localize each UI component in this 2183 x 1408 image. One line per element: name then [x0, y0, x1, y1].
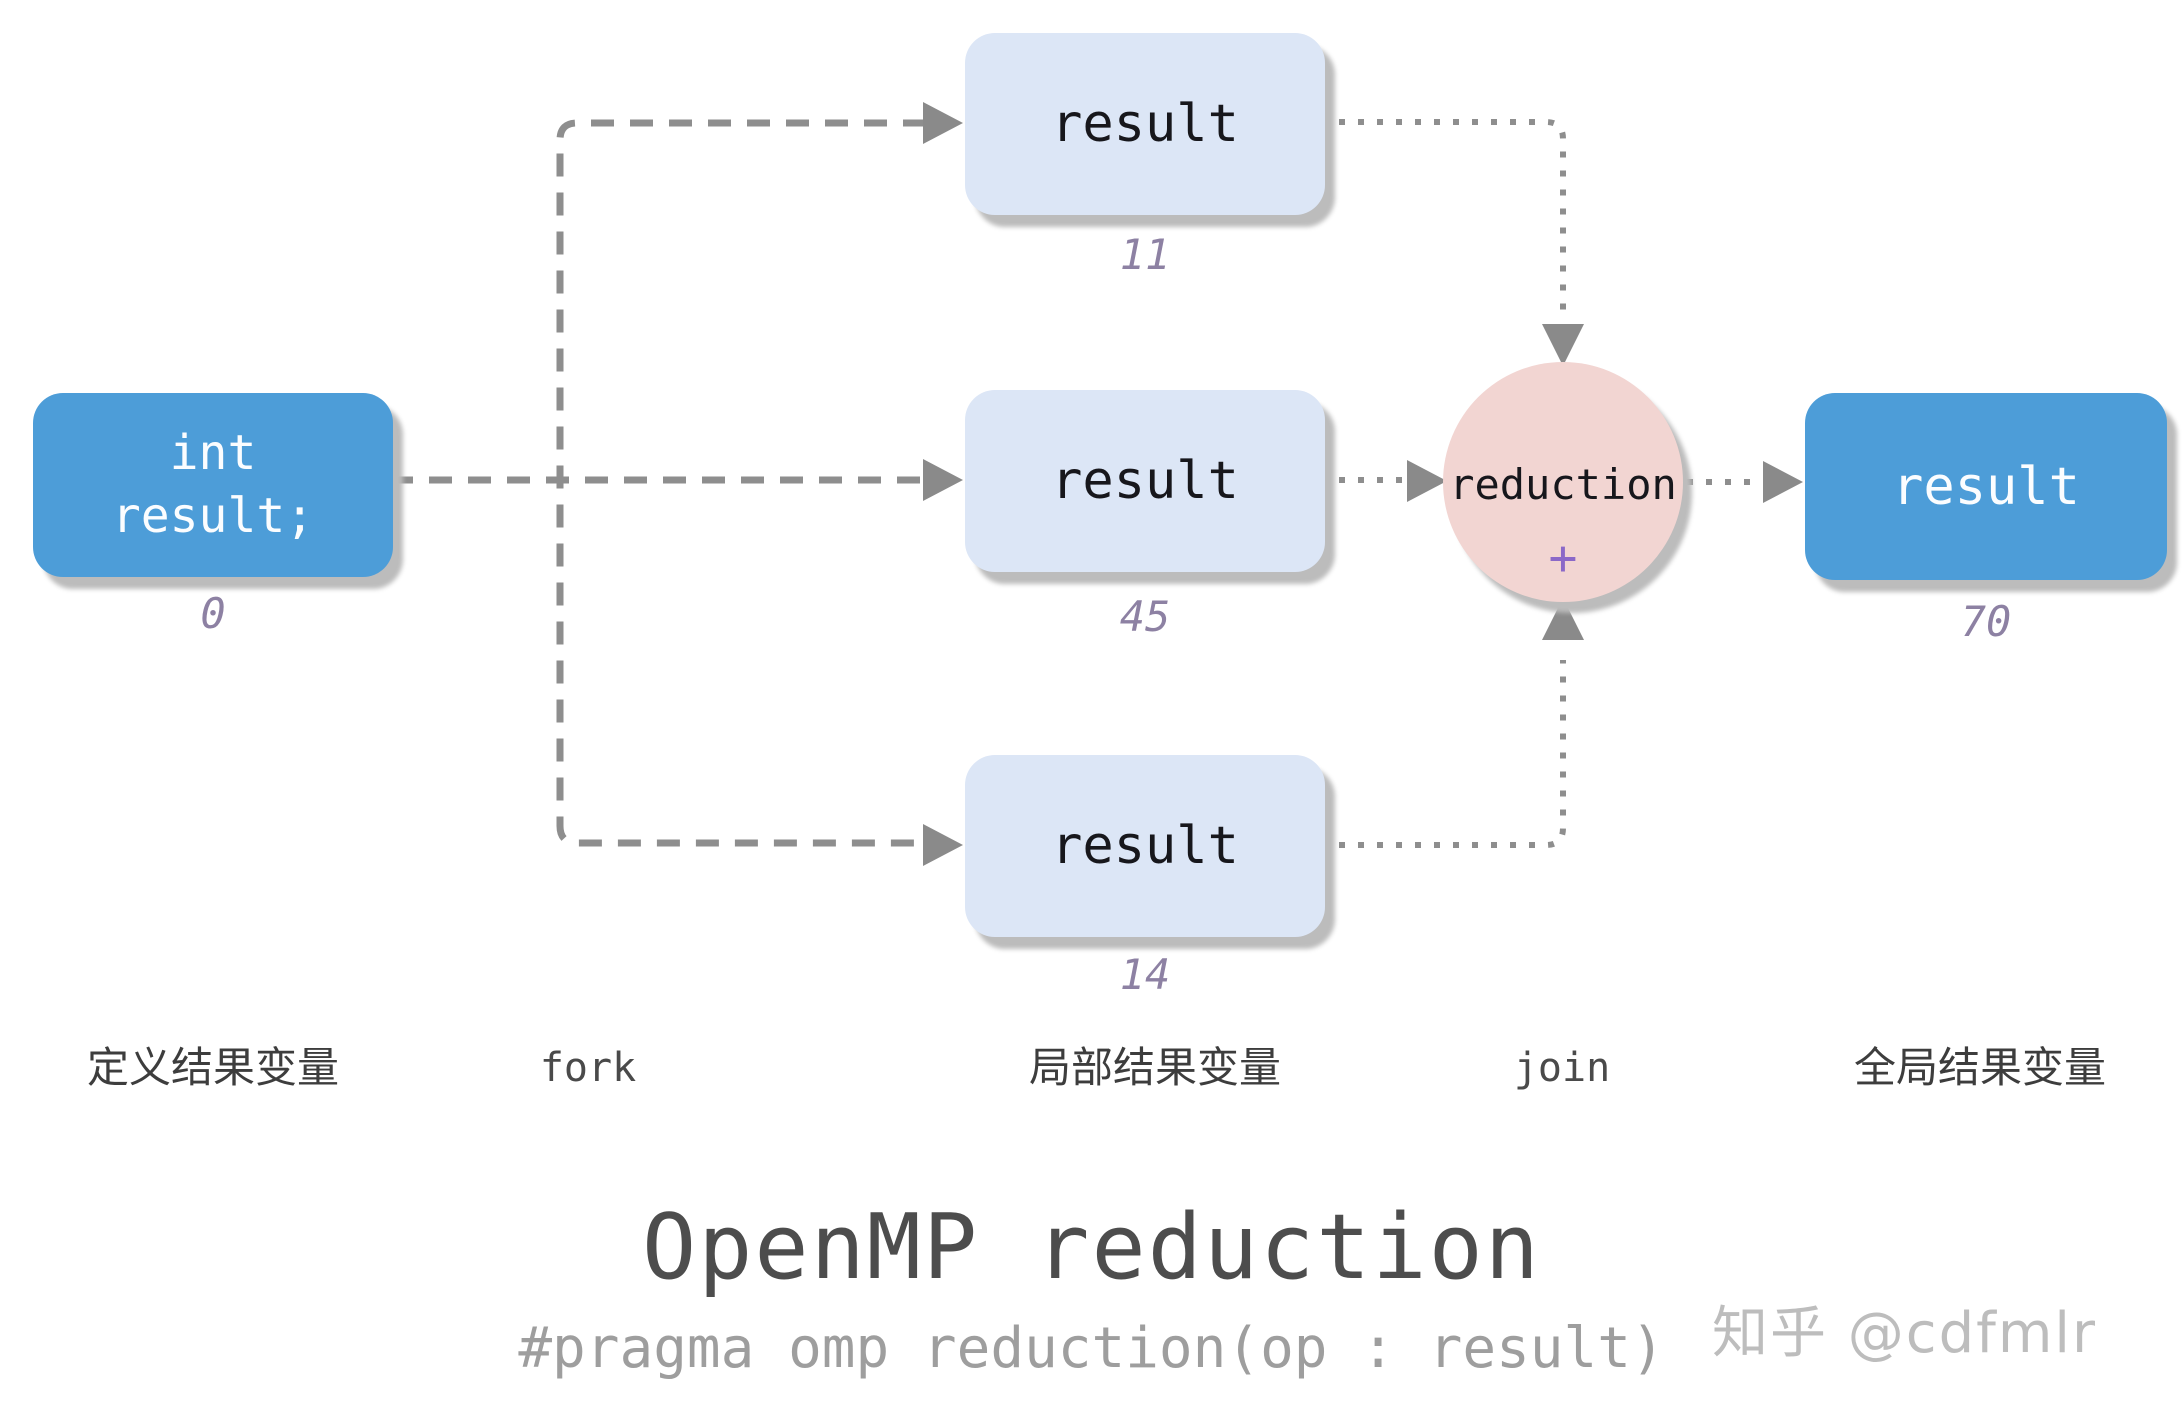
arrow-into-reduction-left-icon [1407, 460, 1447, 502]
thread-result-label-3: result [1051, 816, 1239, 876]
diagram-title: OpenMP reduction [642, 1195, 1541, 1300]
arrow-into-thread1-icon [923, 102, 963, 144]
pragma-code-caption: #pragma omp reduction(op : result) [518, 1316, 1665, 1381]
zhihu-watermark: 知乎 @cdfmlr [1712, 1301, 2097, 1366]
final-result-box: result [1805, 393, 2167, 580]
arrow-into-thread2-icon [923, 459, 963, 501]
thread-result-label-1: result [1051, 94, 1239, 154]
stage-label-join: join [1513, 1045, 1611, 1091]
stage-label-local: 局部结果变量 [1028, 1043, 1281, 1092]
thread-result-box-3: result [965, 755, 1325, 937]
fork-branch-dashed-line [556, 119, 926, 847]
initial-value-label: 0 [200, 589, 226, 638]
initial-result-line1: int [169, 425, 257, 481]
reduction-op-label: + [1548, 530, 1578, 586]
initial-result-line2: result; [111, 488, 315, 544]
thread-value-label-3: 14 [1119, 950, 1171, 999]
arrow-into-thread3-icon [923, 824, 963, 866]
thread3-to-reduction-dotted-line [1320, 660, 1566, 848]
thread1-to-reduction-dotted-line [1320, 119, 1566, 320]
final-result-label: result [1892, 456, 2080, 517]
arrow-into-reduction-bottom-icon [1542, 598, 1584, 640]
thread-result-box-2: result [965, 390, 1325, 572]
arrow-into-reduction-top-icon [1542, 324, 1584, 366]
thread-result-box-1: result [965, 33, 1325, 215]
arrow-into-final-icon [1763, 461, 1803, 503]
reduction-node: reduction + [1443, 362, 1683, 602]
stage-label-fork: fork [539, 1045, 637, 1091]
final-value-label: 70 [1960, 597, 2012, 646]
initial-result-box: int result; [33, 393, 393, 577]
thread-result-label-2: result [1051, 451, 1239, 511]
thread-value-label-1: 11 [1119, 230, 1171, 279]
stage-label-define: 定义结果变量 [86, 1043, 339, 1092]
thread-value-label-2: 45 [1119, 592, 1171, 641]
reduction-node-label: reduction [1449, 460, 1677, 509]
stage-label-global: 全局结果变量 [1853, 1043, 2106, 1092]
